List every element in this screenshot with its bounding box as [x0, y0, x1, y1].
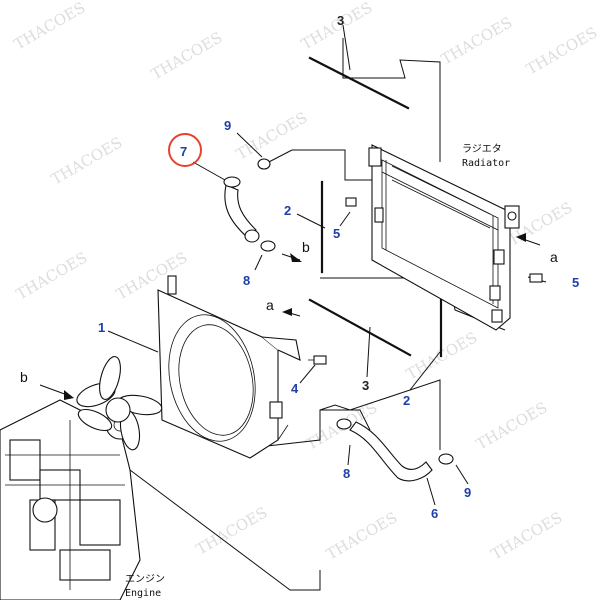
gasket-strip-3-upper	[308, 56, 410, 110]
bolt	[313, 355, 327, 365]
arrow-label-a-right: a	[550, 249, 558, 265]
callout-2-lower[interactable]: 2	[403, 393, 410, 408]
arrow-head	[290, 253, 302, 262]
arrow-head	[516, 233, 526, 242]
cushion-right	[529, 273, 543, 283]
watermark: THACOES	[11, 0, 88, 53]
gasket-strip-3-lower	[308, 298, 412, 357]
arrow-head	[282, 308, 292, 316]
watermark: THACOES	[438, 13, 515, 68]
arrow-label-b-left: b	[20, 369, 28, 385]
arrow-label-a: a	[266, 297, 274, 313]
callout-3-lower[interactable]: 3	[362, 378, 369, 393]
upper-hose	[223, 158, 276, 252]
callout-9-upper[interactable]: 9	[224, 118, 231, 133]
radiator-label-jp: ラジエタ	[462, 143, 502, 155]
watermark: THACOES	[323, 508, 400, 563]
lower-hose	[336, 418, 454, 482]
callout-2-upper[interactable]: 2	[284, 203, 291, 218]
small-parts	[308, 197, 543, 365]
callout-9-lower[interactable]: 9	[464, 485, 471, 500]
hose-clamp-lower-right	[438, 453, 454, 465]
captions: ラジエタ Radiator エンジン Engine	[125, 143, 510, 599]
cooling-fan	[76, 356, 163, 451]
radiator	[368, 144, 520, 331]
callouts: 1 2 2 3 3 4 5 5 6 7 8 8 9 9	[98, 13, 579, 521]
callout-1[interactable]: 1	[98, 320, 105, 335]
callout-8-lower[interactable]: 8	[343, 466, 350, 481]
callout-4[interactable]: 4	[291, 381, 299, 396]
watermark: THACOES	[523, 23, 600, 78]
cushion-left	[345, 197, 357, 207]
callout-7[interactable]: 7	[180, 144, 187, 159]
callout-5-right[interactable]: 5	[572, 275, 579, 290]
hose-clamp-lower	[336, 418, 352, 430]
watermark: THACOES	[13, 248, 90, 303]
gasket-strips	[308, 56, 443, 358]
radiator-label-en: Radiator	[462, 158, 510, 169]
watermark: THACOES	[488, 508, 565, 563]
watermark: THACOES	[148, 28, 225, 83]
watermark: THACOES	[193, 503, 270, 558]
callout-3-upper[interactable]: 3	[337, 13, 344, 28]
watermark: THACOES	[233, 108, 310, 163]
leader-lines	[107, 24, 547, 591]
engine	[0, 399, 141, 600]
fan-shroud	[157, 275, 301, 459]
watermark: THACOES	[48, 133, 125, 188]
watermark: THACOES	[113, 248, 190, 303]
callout-5-left[interactable]: 5	[333, 226, 340, 241]
hose-clamp-upper	[257, 158, 271, 170]
hose-clamp-upper-lower	[260, 240, 276, 252]
callout-8-upper[interactable]: 8	[243, 273, 250, 288]
watermark: THACOES	[473, 398, 550, 453]
engine-label-jp: エンジン	[125, 574, 165, 585]
engine-label-en: Engine	[125, 588, 161, 599]
arrow-label-b: b	[302, 239, 310, 255]
callout-6[interactable]: 6	[431, 506, 438, 521]
direction-arrows: b a a b	[20, 233, 558, 400]
arrow-head	[64, 390, 74, 400]
highlight-circle	[168, 133, 202, 167]
